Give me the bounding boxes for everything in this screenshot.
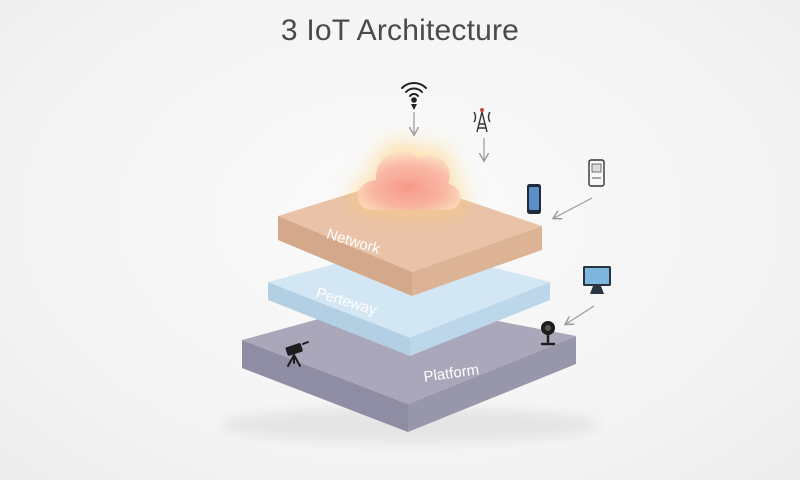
- smartphone-icon: [527, 184, 541, 214]
- network-side-face: [412, 226, 542, 296]
- arrow-thermostat-to-network: [554, 197, 593, 218]
- arrow-monitor-to-perteway: [566, 305, 595, 324]
- perteway-side-face: [410, 282, 550, 356]
- wifi-beacon-icon: [401, 82, 427, 110]
- monitor-icon: [583, 266, 611, 294]
- platform-side-face: [408, 336, 576, 432]
- perteway-front-face: [268, 282, 410, 356]
- diagram-title: 3 IoT Architecture: [280, 14, 520, 47]
- cell-tower-icon: [473, 108, 491, 133]
- platform-front-face: [242, 340, 408, 432]
- thermostat-icon: [588, 159, 605, 187]
- network-top-face: [278, 178, 542, 272]
- cctv-camera-icon: [285, 341, 309, 367]
- layer-network: Network: [278, 178, 542, 296]
- network-front-face: [278, 216, 412, 296]
- webcam-icon: [540, 321, 556, 346]
- cloud-icon: [351, 141, 466, 214]
